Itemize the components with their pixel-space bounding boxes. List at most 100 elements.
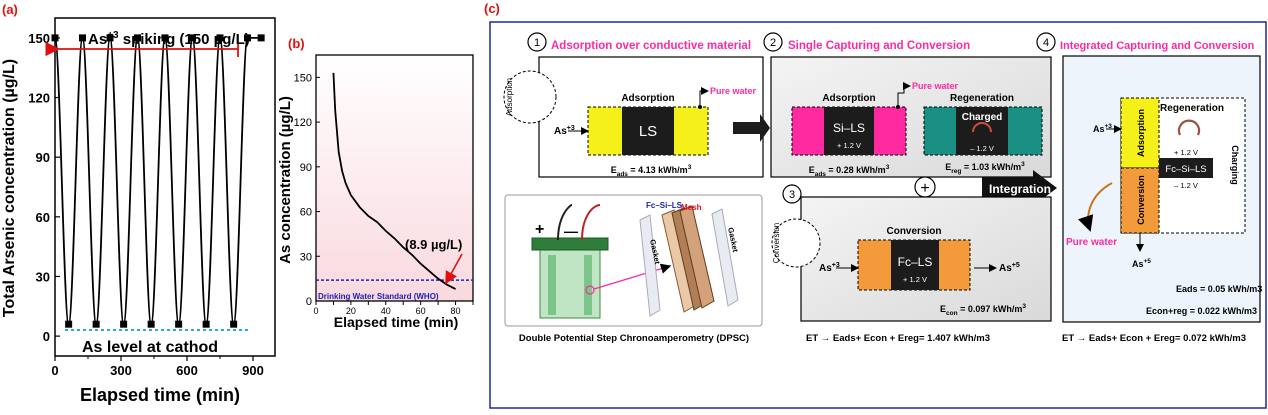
data-point-a [175, 320, 183, 328]
data-point-a [79, 34, 86, 42]
step-4-voltage-plus: + 1.2 V [1174, 148, 1198, 157]
data-point-a [257, 34, 265, 42]
data-point-a [202, 320, 210, 328]
step-1-input: As+3 [554, 125, 575, 137]
data-point-a [189, 34, 196, 42]
step-3-conversion: 3 Conversion Fc–LS + 1.2 V Conversion As… [771, 184, 1052, 344]
step-4-adsorption: Adsorption [1136, 109, 1146, 157]
step-2-output-dot [896, 105, 900, 109]
step-3-block-title: Conversion [886, 226, 941, 237]
panel-c: (c) 1 Adsorption over conductive materia… [484, 1, 1267, 409]
cell-plate-right [584, 255, 592, 315]
cell-lid [531, 237, 609, 251]
x-tick-label-a: 300 [110, 363, 132, 378]
step-1-output: Pure water [710, 86, 757, 96]
si-ls-electrode [824, 107, 874, 155]
x-tick-label-a: 0 [51, 363, 58, 378]
dpsc-setup: + — Fc–Si–LS Mesh Gasket Gasket Double P… [504, 194, 763, 344]
step-4-input: As+3 [1093, 123, 1112, 134]
fc-ls-electrode [891, 240, 939, 290]
data-point-a [147, 320, 155, 328]
y-tick-label-b: 60 [300, 207, 312, 219]
plus-terminal: + [535, 221, 544, 238]
step-2-e-ads: Eads = 0.28 kWh/m3 [809, 164, 890, 178]
charged-voltage: – 1.2 V [970, 144, 994, 153]
gasket-left [639, 214, 661, 317]
y-tick-label-b: 90 [300, 162, 312, 174]
step-2-single: 2 Single Capturing and Conversion Si–LS … [763, 32, 1052, 178]
y-tick-label-a: 120 [28, 91, 50, 106]
si-ls-label: Si–LS [833, 121, 865, 135]
step-number-2-text: 2 [770, 37, 776, 49]
data-point-a [106, 34, 114, 42]
charged-electrode [956, 107, 1008, 155]
series-line-b [332, 72, 456, 290]
y-tick-label-b: 150 [294, 72, 312, 84]
zoom-origin [585, 285, 595, 295]
step-2-ads-title: Adsorption [822, 93, 875, 104]
y-tick-label-a: 150 [28, 31, 50, 46]
step-4-title: Integrated Capturing and Conversion [1060, 40, 1255, 52]
x-tick-label-a: 600 [176, 363, 198, 378]
x-axis-a: 0 300 600 900 [51, 356, 264, 378]
step-number-2 [763, 32, 783, 52]
pure-water-arrow [1077, 182, 1113, 232]
spiking-annotation: As+3 spiking (150 µg/L) [88, 30, 250, 48]
x-tick-label-b: 80 [451, 306, 461, 316]
zoom-arrow [593, 263, 672, 290]
cell-plate-left [548, 255, 556, 315]
wire-black [557, 204, 573, 241]
step-3-energy: Econ = 0.097 kWh/m3 [940, 303, 1026, 317]
gasket-right [711, 208, 739, 307]
step-number-1-text: 1 [534, 37, 540, 49]
y-axis-label-b: As concentration (µg/L) [277, 96, 294, 264]
adsorption-bubble [503, 70, 557, 124]
series-b [332, 72, 456, 290]
arrow-1-to-2 [733, 114, 770, 142]
fc-si-ls-label: Fc–Si–LS [646, 201, 683, 210]
step-number-3-text: 3 [789, 189, 795, 201]
plus-symbol-text: + [920, 180, 929, 197]
wire-red [581, 204, 601, 241]
step-4-pure-water: Pure water [1066, 237, 1117, 248]
plot-frame-a [54, 17, 276, 357]
step-2-title: Single Capturing and Conversion [788, 40, 970, 52]
step-1-block-title: Adsorption [621, 93, 674, 104]
step-3-total-energy: ET → Eads+ Econ + Ereg= 1.407 kWh/m3 [806, 333, 990, 344]
step-4-total-energy: ET → Eads+ Econ + Ereg= 0.072 kWh/m3 [1062, 333, 1246, 344]
final-value-label: (8.9 µg/L) [405, 237, 462, 252]
y-axis-label-a: Total Arsenic concentration (µg/L) [1, 59, 18, 317]
step-2-reg-title: Regeneration [950, 93, 1014, 104]
x-tick-label-a: 900 [242, 363, 264, 378]
mesh-label: Mesh [681, 203, 702, 212]
who-standard-label: Drinking Water Standard (WHO) [318, 292, 439, 301]
step-number-3 [782, 184, 802, 204]
x-axis-label-b: Elapsed time (min) [334, 314, 458, 330]
data-point-a [230, 320, 238, 328]
data-point-a [65, 320, 73, 328]
conversion-bubble [771, 218, 821, 268]
y-tick-label-a: 30 [36, 269, 50, 284]
data-point-a [92, 320, 100, 328]
step-4-charging: Charging [1230, 145, 1240, 185]
y-tick-label-b: 30 [300, 251, 312, 263]
x-tick-label-b: 60 [416, 306, 426, 316]
plot-frame-b [315, 54, 474, 302]
y-tick-label-b: 120 [294, 117, 312, 129]
conversion-bubble-label: Conversion [772, 223, 781, 263]
integration-label: Integration [989, 182, 1051, 196]
step-1-output-dot [698, 105, 702, 109]
x-tick-label-b: 0 [313, 306, 318, 316]
step-4-output: As+5 [1132, 258, 1151, 269]
fc-si-ls-electrode-label: Fc–Si–LS [1165, 164, 1206, 175]
series-line-a [54, 36, 262, 326]
regen-cycle-icon-4 [1177, 119, 1201, 136]
y-tick-label-a: 0 [43, 329, 50, 344]
step-number-1 [527, 32, 547, 52]
fc-ls-voltage: + 1.2 V [903, 275, 927, 284]
